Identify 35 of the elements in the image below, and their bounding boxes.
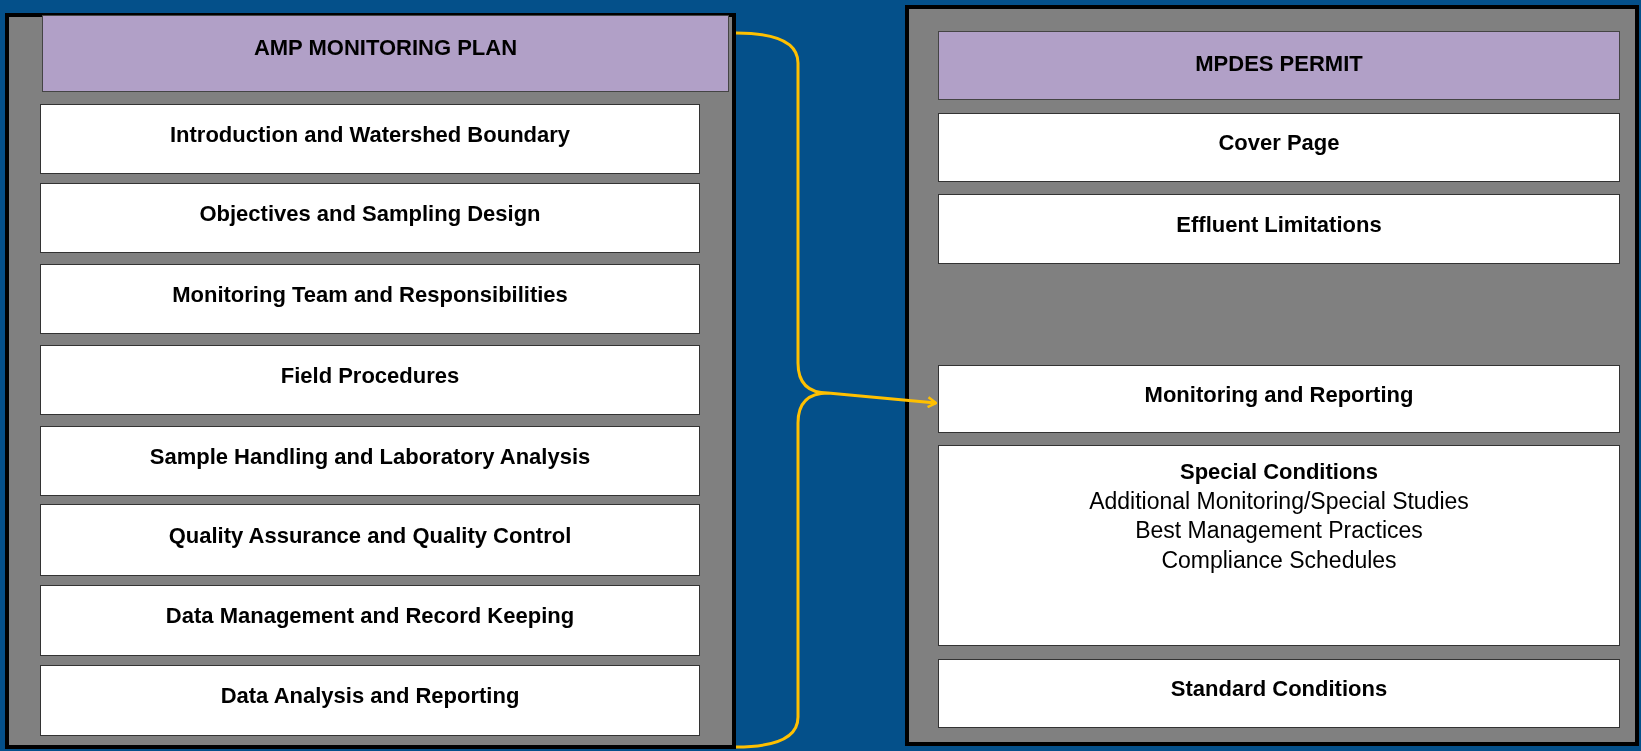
section-title: Monitoring Team and Responsibilities xyxy=(172,280,568,309)
section-box xyxy=(40,104,700,174)
section-item: Compliance Schedules xyxy=(1161,546,1397,576)
section-title: Introduction and Watershed Boundary xyxy=(169,120,571,149)
section-box xyxy=(938,445,1620,646)
section-box xyxy=(938,113,1620,182)
section-box xyxy=(40,665,700,736)
header-box xyxy=(42,15,729,92)
section-box xyxy=(938,365,1620,433)
section-box xyxy=(40,426,700,496)
section-title: Field Procedures xyxy=(280,361,460,390)
section-box xyxy=(938,194,1620,264)
section-title: Quality Assurance and Quality Control xyxy=(168,521,572,550)
section-box xyxy=(938,659,1620,728)
section-title: Data Management and Record Keeping xyxy=(165,602,575,631)
section-title: Objectives and Sampling Design xyxy=(199,199,541,228)
panel-box xyxy=(5,13,736,749)
section-box xyxy=(40,183,700,253)
section-item: Best Management Practices xyxy=(1135,516,1423,546)
section-box xyxy=(40,585,700,656)
section-title: Standard Conditions xyxy=(1170,675,1388,704)
section-box xyxy=(40,264,700,334)
section-title: Cover Page xyxy=(1218,129,1340,158)
section-title: Special Conditions xyxy=(1180,458,1378,486)
section-item: Additional Monitoring/Special Studies xyxy=(1089,486,1469,516)
section-title: Monitoring and Reporting xyxy=(1144,380,1414,409)
section-title: AMP MONITORING PLAN xyxy=(253,34,518,62)
section-box xyxy=(40,504,700,576)
header-box xyxy=(938,31,1620,100)
section-title: Sample Handling and Laboratory Analysis xyxy=(149,442,591,471)
section-title: Data Analysis and Reporting xyxy=(220,682,520,711)
section-title: Effluent Limitations xyxy=(1176,210,1382,239)
panel-box xyxy=(905,5,1639,746)
section-box xyxy=(40,345,700,415)
section-title: MPDES PERMIT xyxy=(1195,50,1363,78)
